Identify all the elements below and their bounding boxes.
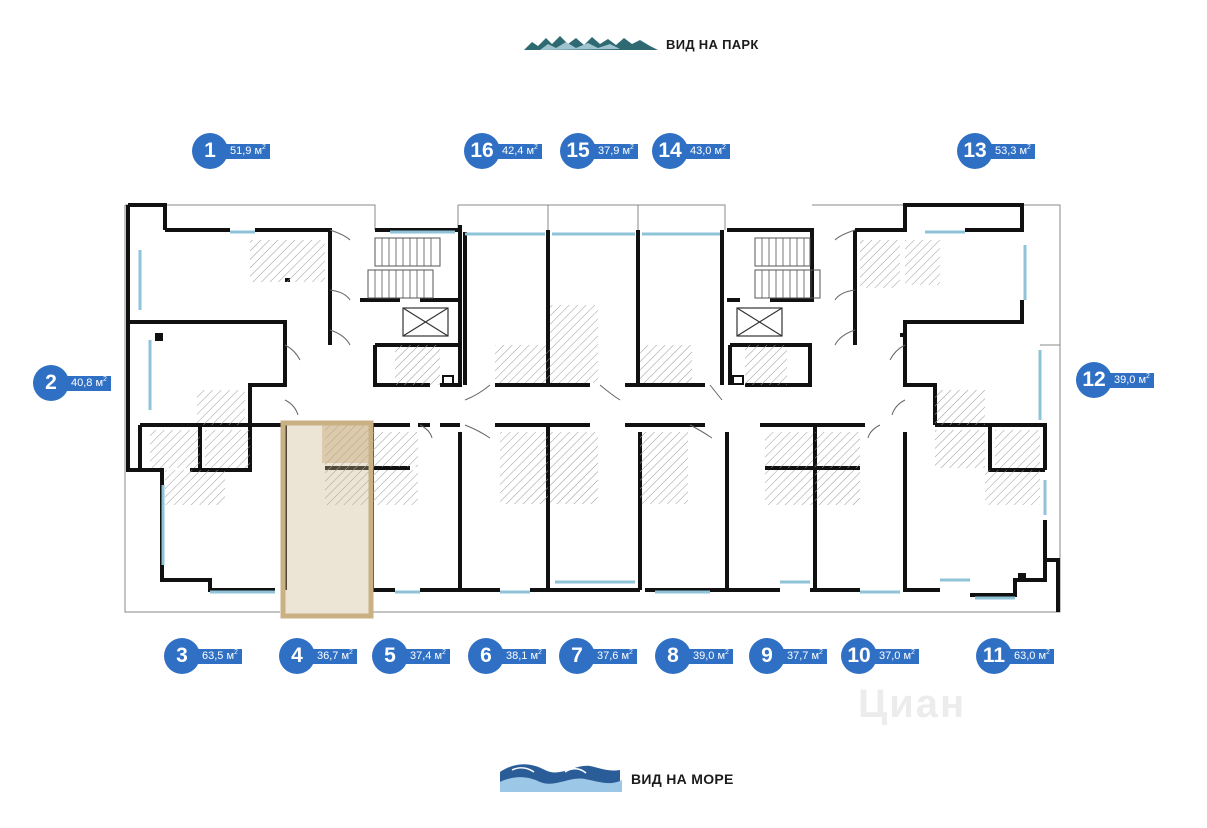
- unit-10[interactable]: 10 37,0 м2: [841, 638, 919, 674]
- unit-number: 4: [279, 638, 315, 674]
- unit-number: 12: [1076, 362, 1112, 398]
- unit-12[interactable]: 12 39,0 м2: [1076, 362, 1154, 398]
- windows: [138, 230, 1047, 600]
- unit-area: 53,3 м2: [989, 143, 1035, 159]
- unit-number: 5: [372, 638, 408, 674]
- unit-number: 3: [164, 638, 200, 674]
- door-swings: [284, 229, 906, 439]
- elevator-left: [402, 307, 449, 337]
- shaft-left: [155, 333, 163, 341]
- unit-area: 39,0 м2: [687, 648, 733, 664]
- unit-8[interactable]: 8 39,0 м2: [655, 638, 733, 674]
- unit-16[interactable]: 16 42,4 м2: [464, 133, 542, 169]
- unit-number: 13: [957, 133, 993, 169]
- unit-number: 1: [192, 133, 228, 169]
- top-view-label: ВИД НА ПАРК: [666, 37, 759, 52]
- unit-area: 37,4 м2: [404, 648, 450, 664]
- unit-area: 63,5 м2: [196, 648, 242, 664]
- unit-area: 37,9 м2: [592, 143, 638, 159]
- unit-3[interactable]: 3 63,5 м2: [164, 638, 242, 674]
- unit-14[interactable]: 14 43,0 м2: [652, 133, 730, 169]
- unit-4[interactable]: 4 36,7 м2: [279, 638, 357, 674]
- unit-number: 15: [560, 133, 596, 169]
- watermark: Циан: [858, 682, 967, 726]
- shaft-mid-left: [442, 375, 454, 385]
- hatched-areas: [150, 240, 1040, 505]
- stairs-left-steps: [374, 238, 432, 298]
- bottom-view-label: ВИД НА МОРЕ: [631, 771, 734, 787]
- unit-number: 8: [655, 638, 691, 674]
- unit-number: 14: [652, 133, 688, 169]
- unit-number: 2: [33, 365, 69, 401]
- stairs-left: [367, 237, 441, 299]
- unit-area: 37,0 м2: [873, 648, 919, 664]
- unit-number: 16: [464, 133, 500, 169]
- unit-area: 39,0 м2: [1108, 372, 1154, 388]
- unit-2[interactable]: 2 40,8 м2: [33, 365, 111, 401]
- unit-number: 9: [749, 638, 785, 674]
- unit-area: 63,0 м2: [1008, 648, 1054, 664]
- unit-1[interactable]: 1 51,9 м2: [192, 133, 270, 169]
- unit-number: 7: [559, 638, 595, 674]
- unit-area: 37,7 м2: [781, 648, 827, 664]
- unit-area: 51,9 м2: [224, 143, 270, 159]
- unit-area: 37,6 м2: [591, 648, 637, 664]
- shaft-right: [1018, 573, 1026, 581]
- unit-13[interactable]: 13 53,3 м2: [957, 133, 1035, 169]
- unit-15[interactable]: 15 37,9 м2: [560, 133, 638, 169]
- sea-view-icon: [500, 764, 622, 792]
- unit-area: 42,4 м2: [496, 143, 542, 159]
- unit-number: 11: [976, 638, 1012, 674]
- unit-11[interactable]: 11 63,0 м2: [976, 638, 1054, 674]
- unit-number: 6: [468, 638, 504, 674]
- unit-6[interactable]: 6 38,1 м2: [468, 638, 546, 674]
- unit-7[interactable]: 7 37,6 м2: [559, 638, 637, 674]
- unit-number: 10: [841, 638, 877, 674]
- unit-area: 40,8 м2: [65, 375, 111, 391]
- unit-9[interactable]: 9 37,7 м2: [749, 638, 827, 674]
- unit-area: 43,0 м2: [684, 143, 730, 159]
- unit-area: 36,7 м2: [311, 648, 357, 664]
- stairs-right: [754, 237, 821, 299]
- unit-area: 38,1 м2: [500, 648, 546, 664]
- selected-unit-highlight[interactable]: [280, 420, 374, 619]
- stairs-right-steps: [761, 238, 812, 298]
- unit-5[interactable]: 5 37,4 м2: [372, 638, 450, 674]
- park-view-icon: [524, 36, 658, 50]
- shaft-mid-right: [732, 375, 744, 385]
- elevator-right: [736, 307, 783, 337]
